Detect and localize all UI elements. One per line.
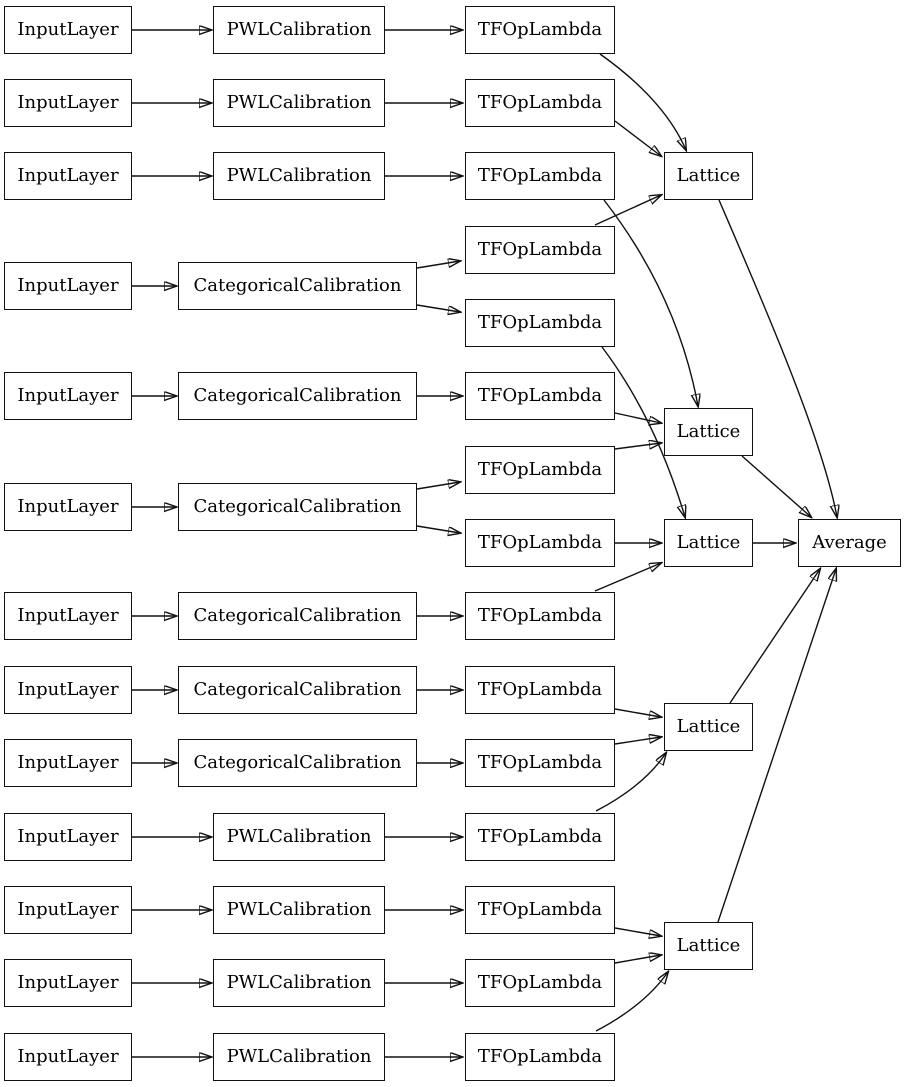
node-lattice-5: Lattice	[664, 922, 753, 970]
node-pwlcalibration-5: PWLCalibration	[213, 886, 385, 934]
node-tfoplambda-6: TFOpLambda	[465, 372, 615, 420]
node-categoricalcalibration-6: CategoricalCalibration	[178, 739, 417, 787]
edge-lattice1-average	[718, 199, 837, 517]
node-tfoplambda-12: TFOpLambda	[465, 813, 615, 861]
edge-t14-lattice5	[614, 955, 661, 964]
node-tfoplambda-1: TFOpLambda	[465, 6, 615, 54]
node-tfoplambda-10: TFOpLambda	[465, 666, 615, 714]
node-average: Average	[798, 519, 901, 567]
node-inputlayer-13: InputLayer	[4, 1033, 132, 1081]
edge-cc1-t4	[416, 261, 460, 269]
edge-t10-lattice4	[614, 708, 661, 717]
node-categoricalcalibration-2: CategoricalCalibration	[178, 372, 417, 420]
node-inputlayer-11: InputLayer	[4, 886, 132, 934]
node-tfoplambda-11: TFOpLambda	[465, 739, 615, 787]
node-pwlcalibration-3: PWLCalibration	[213, 152, 385, 200]
node-categoricalcalibration-3: CategoricalCalibration	[178, 483, 417, 531]
node-inputlayer-6: InputLayer	[4, 483, 132, 531]
node-pwlcalibration-4: PWLCalibration	[213, 813, 385, 861]
node-tfoplambda-2: TFOpLambda	[465, 79, 615, 127]
node-inputlayer-2: InputLayer	[4, 79, 132, 127]
edge-cc3-t8	[416, 525, 460, 533]
edge-cc3-t7	[416, 482, 460, 490]
edge-t3-lattice2	[603, 199, 698, 406]
node-inputlayer-7: InputLayer	[4, 592, 132, 640]
node-categoricalcalibration-4: CategoricalCalibration	[178, 592, 417, 640]
node-pwlcalibration-2: PWLCalibration	[213, 79, 385, 127]
node-categoricalcalibration-1: CategoricalCalibration	[178, 262, 417, 310]
node-inputlayer-8: InputLayer	[4, 666, 132, 714]
edge-t11-lattice4	[614, 737, 661, 745]
node-pwlcalibration-1: PWLCalibration	[213, 6, 385, 54]
node-categoricalcalibration-5: CategoricalCalibration	[178, 666, 417, 714]
node-tfoplambda-13: TFOpLambda	[465, 886, 615, 934]
edge-lattice5-average	[717, 569, 836, 923]
node-lattice-4: Lattice	[664, 703, 753, 751]
node-inputlayer-3: InputLayer	[4, 152, 132, 200]
node-inputlayer-12: InputLayer	[4, 959, 132, 1007]
node-inputlayer-9: InputLayer	[4, 739, 132, 787]
edge-t15-lattice5	[595, 972, 668, 1032]
edge-t5-lattice3	[601, 346, 685, 517]
node-tfoplambda-7: TFOpLambda	[465, 446, 615, 494]
node-tfoplambda-8: TFOpLambda	[465, 519, 615, 567]
node-tfoplambda-4: TFOpLambda	[465, 226, 615, 274]
edge-t9-lattice3	[594, 563, 661, 592]
node-tfoplambda-3: TFOpLambda	[465, 152, 615, 200]
node-inputlayer-1: InputLayer	[4, 6, 132, 54]
node-tfoplambda-15: TFOpLambda	[465, 1033, 615, 1081]
node-tfoplambda-9: TFOpLambda	[465, 592, 615, 640]
node-lattice-2: Lattice	[664, 408, 753, 456]
edge-lattice2-average	[741, 455, 811, 517]
edge-t7-lattice2	[614, 443, 661, 449]
node-pwlcalibration-7: PWLCalibration	[213, 1033, 385, 1081]
node-tfoplambda-14: TFOpLambda	[465, 959, 615, 1007]
node-tfoplambda-5: TFOpLambda	[465, 299, 615, 347]
edge-t4-lattice1	[594, 195, 661, 226]
edge-t1-lattice1	[599, 53, 686, 150]
node-inputlayer-10: InputLayer	[4, 813, 132, 861]
node-inputlayer-5: InputLayer	[4, 372, 132, 420]
node-lattice-3: Lattice	[664, 519, 753, 567]
edge-t12-lattice4	[595, 753, 666, 812]
edge-t13-lattice5	[614, 927, 661, 936]
edge-t6-lattice2	[614, 412, 661, 423]
edge-lattice4-average	[729, 569, 820, 704]
node-pwlcalibration-6: PWLCalibration	[213, 959, 385, 1007]
edge-cc1-t5	[416, 304, 460, 312]
edge-t2-lattice1	[614, 120, 661, 156]
node-inputlayer-4: InputLayer	[4, 262, 132, 310]
node-lattice-1: Lattice	[664, 152, 753, 200]
